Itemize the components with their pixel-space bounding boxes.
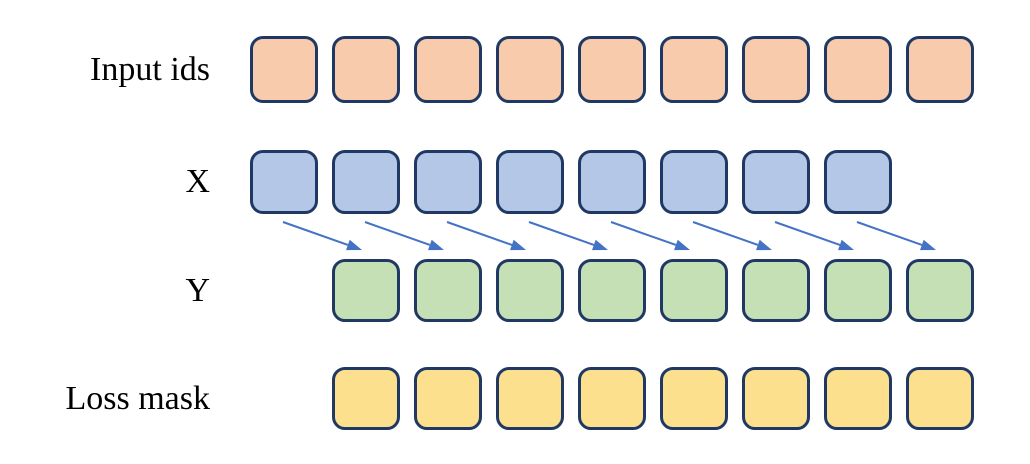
arrow-head bbox=[756, 239, 772, 251]
cell-y-6 bbox=[742, 259, 810, 322]
cell-input-ids-4 bbox=[496, 36, 564, 103]
cell-y-1 bbox=[332, 259, 400, 322]
shift-arrow-8 bbox=[856, 221, 936, 251]
cell-y-8 bbox=[906, 259, 974, 322]
cell-loss-mask-4 bbox=[578, 367, 646, 430]
shift-arrow-1 bbox=[282, 221, 362, 251]
cell-y-7 bbox=[824, 259, 892, 322]
arrow-shaft bbox=[446, 221, 513, 246]
arrow-head bbox=[592, 239, 608, 251]
arrow-shaft bbox=[774, 221, 841, 246]
cell-x-2 bbox=[332, 150, 400, 214]
cell-loss-mask-6 bbox=[742, 367, 810, 430]
cell-x-6 bbox=[660, 150, 728, 214]
shift-arrow-6 bbox=[692, 221, 772, 251]
row-label-input-ids: Input ids bbox=[90, 51, 210, 88]
arrow-head bbox=[346, 239, 362, 251]
cell-y-3 bbox=[496, 259, 564, 322]
shift-arrow-2 bbox=[364, 221, 444, 251]
cell-loss-mask-7 bbox=[824, 367, 892, 430]
shift-arrow-7 bbox=[774, 221, 854, 251]
shift-arrow-3 bbox=[446, 221, 526, 251]
arrow-head bbox=[838, 239, 854, 251]
arrow-head bbox=[510, 239, 526, 251]
cell-x-1 bbox=[250, 150, 318, 214]
cell-y-2 bbox=[414, 259, 482, 322]
cell-loss-mask-8 bbox=[906, 367, 974, 430]
arrow-shaft bbox=[692, 221, 759, 246]
cell-input-ids-8 bbox=[824, 36, 892, 103]
arrow-shaft bbox=[610, 221, 677, 246]
arrow-shaft bbox=[364, 221, 431, 246]
shift-arrow-4 bbox=[528, 221, 608, 251]
cell-input-ids-6 bbox=[660, 36, 728, 103]
cell-input-ids-2 bbox=[332, 36, 400, 103]
cell-loss-mask-2 bbox=[414, 367, 482, 430]
arrow-head bbox=[428, 239, 444, 251]
arrow-shaft bbox=[856, 221, 923, 246]
row-label-y: Y bbox=[185, 272, 210, 309]
row-label-loss-mask: Loss mask bbox=[65, 380, 211, 417]
cell-loss-mask-1 bbox=[332, 367, 400, 430]
arrow-shaft bbox=[528, 221, 595, 246]
cell-input-ids-3 bbox=[414, 36, 482, 103]
cell-x-5 bbox=[578, 150, 646, 214]
cell-input-ids-1 bbox=[250, 36, 318, 103]
cell-x-3 bbox=[414, 150, 482, 214]
cell-x-4 bbox=[496, 150, 564, 214]
arrow-shaft bbox=[282, 221, 349, 246]
cell-y-5 bbox=[660, 259, 728, 322]
row-label-x: X bbox=[185, 163, 210, 200]
cell-loss-mask-3 bbox=[496, 367, 564, 430]
cell-loss-mask-5 bbox=[660, 367, 728, 430]
arrow-head bbox=[674, 239, 690, 251]
cell-x-7 bbox=[742, 150, 810, 214]
cell-x-8 bbox=[824, 150, 892, 214]
cell-input-ids-7 bbox=[742, 36, 810, 103]
cell-input-ids-9 bbox=[906, 36, 974, 103]
cell-y-4 bbox=[578, 259, 646, 322]
arrow-head bbox=[920, 239, 936, 251]
shift-arrow-5 bbox=[610, 221, 690, 251]
cell-input-ids-5 bbox=[578, 36, 646, 103]
